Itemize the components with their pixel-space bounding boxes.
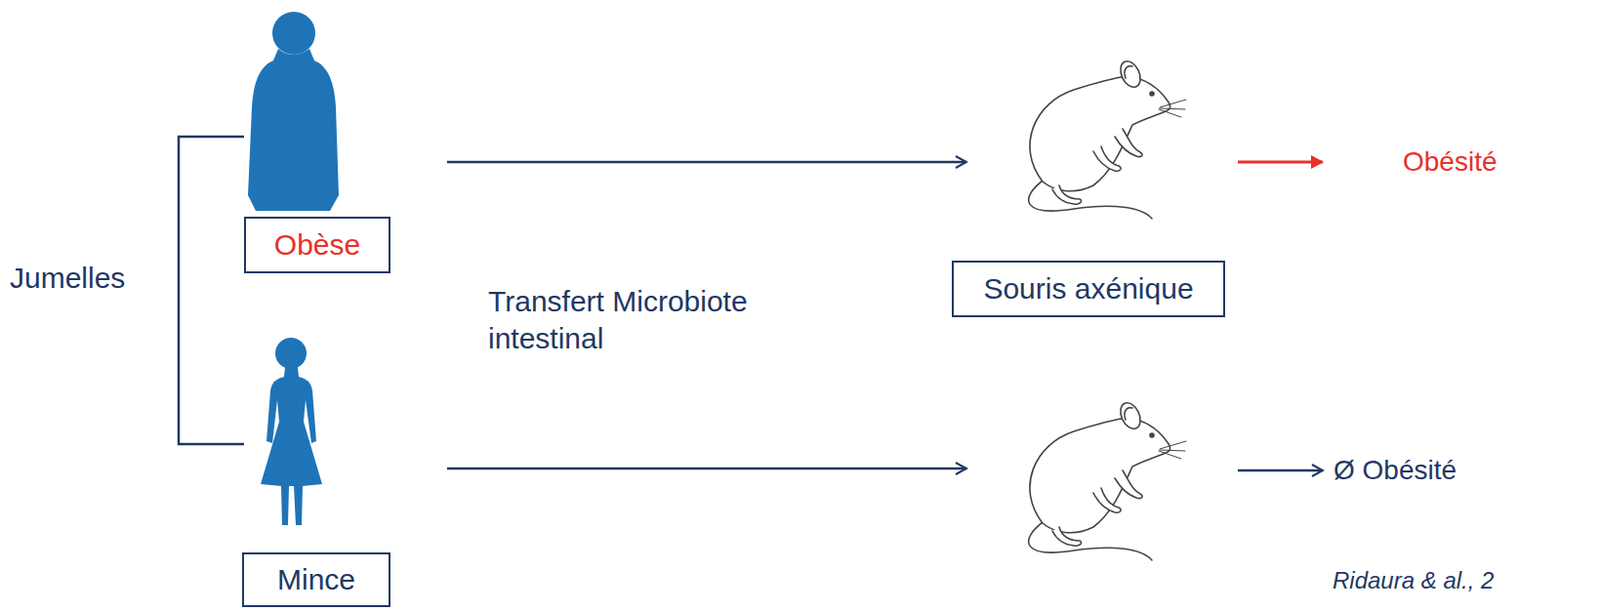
- transfer-arrow: [447, 467, 967, 471]
- text-box: Mince: [242, 552, 391, 608]
- text-box: Obèse: [244, 216, 391, 274]
- outcome-arrow: [1237, 469, 1323, 473]
- text-label: Obésité: [1402, 144, 1498, 179]
- thin-woman: [260, 337, 323, 526]
- text-box: Souris axénique: [951, 260, 1226, 318]
- box-label: Souris axénique: [983, 271, 1193, 307]
- text-label: Ø Obésité: [1333, 452, 1457, 488]
- text-label: Jumelles: [9, 259, 125, 297]
- text-label: Transfert Microbiote intestinal: [488, 283, 801, 357]
- box-label: Obèse: [274, 227, 361, 263]
- outcome-arrow: [1237, 161, 1323, 165]
- box-label: Mince: [277, 562, 356, 598]
- mouse: [1028, 400, 1187, 561]
- obese-woman: [247, 11, 339, 211]
- bracket: [178, 136, 245, 445]
- text-label: Ridaura & al., 2: [1332, 566, 1494, 596]
- transfer-arrow: [447, 161, 967, 165]
- mouse: [1028, 58, 1187, 219]
